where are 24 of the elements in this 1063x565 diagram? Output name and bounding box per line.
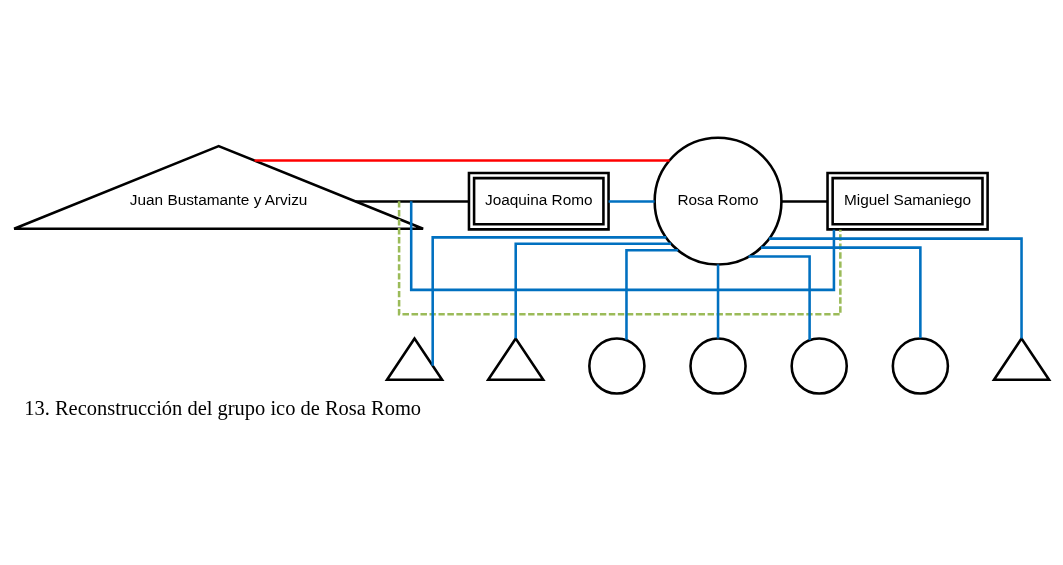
connector [748, 255, 811, 341]
node-triangle [485, 336, 546, 382]
node-circle [689, 337, 747, 395]
connector [768, 237, 1023, 339]
connector [431, 236, 667, 366]
node-box: Joaquina Romo [467, 171, 610, 231]
node-triangle [384, 336, 445, 382]
connector [608, 200, 655, 203]
connector [397, 201, 842, 316]
connector [355, 200, 469, 203]
connector [716, 264, 720, 339]
node-circle: Rosa Romo [653, 136, 783, 266]
node-triangle [991, 336, 1052, 382]
connector [781, 200, 828, 203]
node-circle [891, 337, 950, 395]
node-circle [790, 337, 848, 395]
connector [254, 159, 670, 162]
connector [625, 248, 679, 340]
node-box: Miguel Samaniego [826, 171, 989, 231]
connector [760, 246, 922, 338]
connector [514, 242, 672, 339]
caption: 13. Reconstrucción del grupo ico de Rosa Romo [24, 397, 422, 420]
node-circle [588, 337, 646, 395]
connector [409, 201, 836, 292]
